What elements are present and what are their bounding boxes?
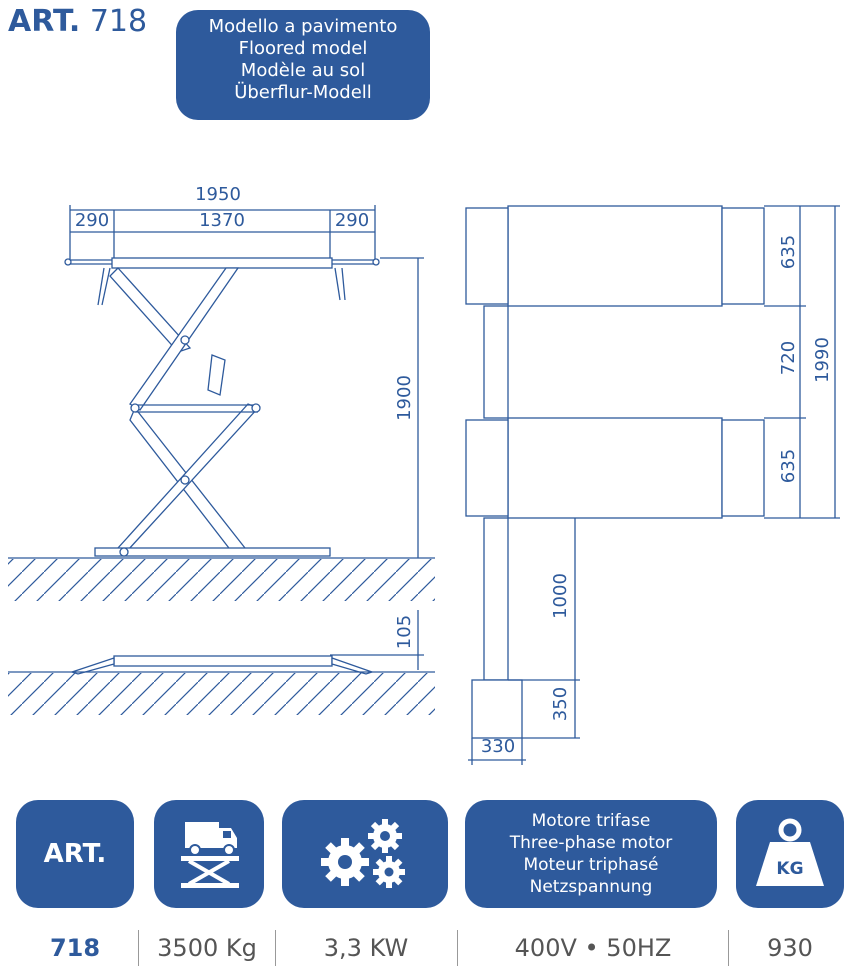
article-title: ART. 718 — [8, 4, 147, 39]
motor-line-de: Netzspannung — [529, 877, 653, 897]
motor-line-en: Three-phase motor — [509, 833, 673, 853]
model-line-en: Floored model — [238, 38, 368, 59]
spec-capacity-box — [154, 800, 264, 908]
dim-overall-width: 1950 — [195, 184, 241, 205]
separator — [138, 930, 139, 966]
dim-gap: 720 — [778, 341, 799, 375]
separator — [275, 930, 276, 966]
truck-on-lift-icon — [181, 822, 239, 888]
spec-weight-box: KG — [736, 800, 844, 908]
dim-side-left: 290 — [75, 210, 109, 231]
dim-center: 1370 — [199, 210, 245, 231]
value-capacity: 3500 Kg — [157, 934, 257, 962]
art-label: ART. — [8, 4, 81, 39]
value-voltage: 400V • 50HZ — [514, 934, 672, 962]
spec-art-label: ART. — [43, 839, 107, 869]
dim-unit-height: 350 — [550, 687, 571, 721]
dim-platform-bottom: 635 — [778, 449, 799, 483]
dim-unit-width: 330 — [481, 736, 515, 757]
dim-cable: 1000 — [550, 573, 571, 619]
weight-kg-icon: KG — [756, 818, 824, 886]
spec-motor-box: Motore trifase Three-phase motor Moteur … — [465, 800, 717, 908]
technical-drawing: 1950 290 1370 290 1900 105 635 720 635 1… — [8, 184, 840, 765]
dim-max-height: 1900 — [394, 375, 415, 421]
separator — [457, 930, 458, 966]
separator — [728, 930, 729, 966]
dim-side-right: 290 — [335, 210, 369, 231]
dim-min-height: 105 — [394, 615, 415, 649]
art-number: 718 — [89, 4, 148, 39]
gears-icon — [321, 819, 405, 888]
spec-art-box: ART. — [16, 800, 134, 908]
model-line-it: Modello a pavimento — [208, 16, 398, 37]
dim-overall-length: 1990 — [812, 337, 833, 383]
value-weight: 930 — [767, 934, 813, 962]
model-line-fr: Modèle au sol — [240, 60, 366, 81]
motor-text: Motore trifase Three-phase motor Moteur … — [510, 810, 673, 898]
values-row: 718 3500 Kg 3,3 KW 400V • 50HZ 930 — [0, 928, 850, 968]
spec-power-box — [282, 800, 448, 908]
model-badge: Modello a pavimento Floored model Modèle… — [176, 10, 430, 120]
motor-line-it: Motore trifase — [531, 811, 651, 831]
motor-line-fr: Moteur triphasé — [523, 855, 659, 875]
kg-label: KG — [776, 859, 803, 879]
dim-platform-top: 635 — [778, 235, 799, 269]
value-power: 3,3 KW — [323, 934, 409, 962]
model-line-de: Überflur-Modell — [234, 82, 372, 103]
value-art: 718 — [49, 934, 101, 962]
